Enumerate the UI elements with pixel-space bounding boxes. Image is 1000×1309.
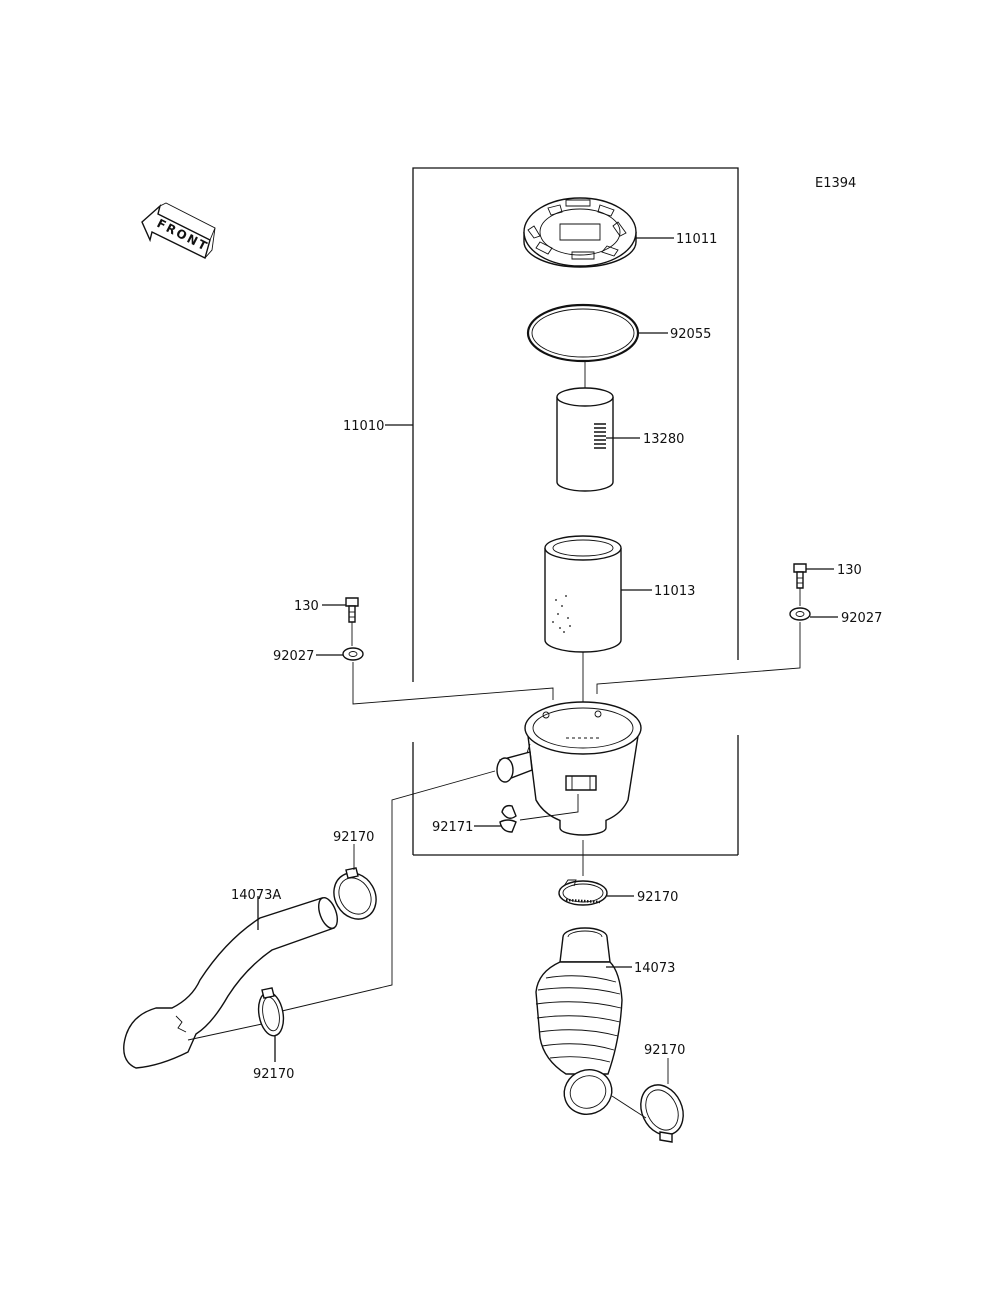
- callout-o-ring: 92055: [670, 327, 711, 342]
- air-cleaner-housing: [496, 701, 642, 836]
- callout-washer-left: 92027: [273, 649, 314, 664]
- hose-clamp-lower-right-icon: [640, 1084, 684, 1143]
- filter-element-outer: [556, 362, 614, 492]
- callout-washer-right: 92027: [841, 611, 882, 626]
- diagram-code: E1394: [815, 176, 856, 191]
- small-clamp-icon: [499, 804, 517, 833]
- air-duct-right: [535, 927, 623, 1115]
- o-ring: [526, 303, 640, 363]
- callout-air-filter-cover: 11011: [676, 232, 717, 247]
- callout-bolt-left: 130: [294, 599, 319, 614]
- assembly-bracket: [385, 167, 739, 856]
- hose-clamp-upper-left-icon: [333, 867, 377, 920]
- washer-right-icon: [789, 607, 811, 621]
- callout-clamp-lower-left: 92170: [253, 1067, 294, 1082]
- callout-clamp-upper-left: 92170: [333, 830, 374, 845]
- hose-clamp-center-icon: [558, 879, 608, 906]
- air-duct-left: [123, 897, 338, 1069]
- callout-filter-element-inner: 11013: [654, 584, 695, 599]
- front-arrow-icon: [141, 202, 216, 259]
- callout-clamp-small: 92171: [432, 820, 473, 835]
- air-filter-cover: [523, 197, 637, 268]
- callout-clamp-center: 92170: [637, 890, 678, 905]
- bolt-left-icon: [345, 597, 359, 623]
- hose-clamp-lower-left-icon: [257, 987, 285, 1037]
- bolt-right-icon: [793, 563, 807, 589]
- callout-duct-left: 14073A: [231, 888, 281, 903]
- callout-air-cleaner-assembly: 11010: [343, 419, 384, 434]
- callout-filter-element-outer: 13280: [643, 432, 684, 447]
- washer-left-icon: [342, 647, 364, 661]
- filter-element-inner: [544, 535, 622, 653]
- callout-bolt-right: 130: [837, 563, 862, 578]
- callout-clamp-lower-right: 92170: [644, 1043, 685, 1058]
- callout-duct-right: 14073: [634, 961, 675, 976]
